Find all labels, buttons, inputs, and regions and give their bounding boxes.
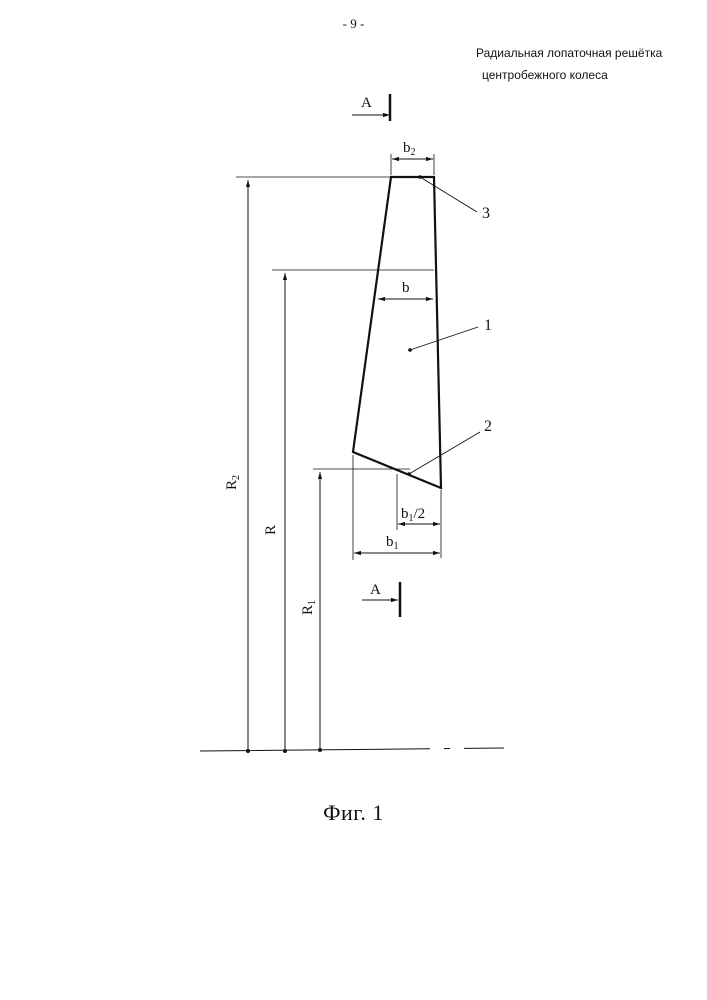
callout-1: 1: [408, 317, 492, 352]
svg-text:b2: b2: [403, 140, 416, 158]
svg-text:b1/2: b1/2: [401, 506, 425, 524]
blade-outline: [353, 177, 441, 488]
axis-point-r1: [318, 748, 322, 752]
dimension-r1: R1: [300, 472, 320, 750]
axis-point-r2: [246, 749, 250, 753]
callout-3-label: 3: [482, 205, 490, 222]
dimension-b: b: [378, 280, 433, 299]
dimension-r: R: [263, 273, 285, 750]
svg-text:R1: R1: [300, 600, 318, 615]
dimension-b2: b2: [391, 140, 434, 175]
dim-r2-sub: 2: [231, 475, 242, 480]
dim-r2-base: R: [224, 480, 240, 490]
figure-caption: Фиг. 1: [0, 800, 707, 826]
callout-2: 2: [407, 418, 492, 476]
section-label-top: A: [361, 95, 372, 111]
callout-2-label: 2: [484, 418, 492, 435]
dim-b1-base: b: [386, 534, 394, 550]
svg-text:b1: b1: [386, 534, 399, 552]
dim-b2-sub: 2: [411, 147, 416, 158]
axis-point-r: [283, 749, 287, 753]
dim-b1-sub: 1: [394, 541, 399, 552]
dim-r1-sub: 1: [307, 600, 318, 605]
section-marker-top: A: [352, 94, 390, 121]
dim-b1-half-tail: /2: [414, 506, 426, 522]
callout-3: 3: [418, 175, 490, 222]
section-label-bottom: A: [370, 582, 381, 598]
dim-b-label: b: [402, 280, 410, 296]
dim-r-label: R: [263, 525, 279, 535]
dimension-r2: R2: [224, 180, 248, 750]
dim-r1-base: R: [300, 605, 316, 615]
svg-text:R2: R2: [224, 475, 242, 490]
dim-b2-base: b: [403, 140, 411, 156]
dimension-b1-half: b 1/2: [397, 474, 441, 558]
dim-b1-half-base: b: [401, 506, 409, 522]
section-marker-bottom: A: [362, 582, 400, 617]
callout-1-label: 1: [484, 317, 492, 334]
rotation-axis: [200, 748, 505, 751]
